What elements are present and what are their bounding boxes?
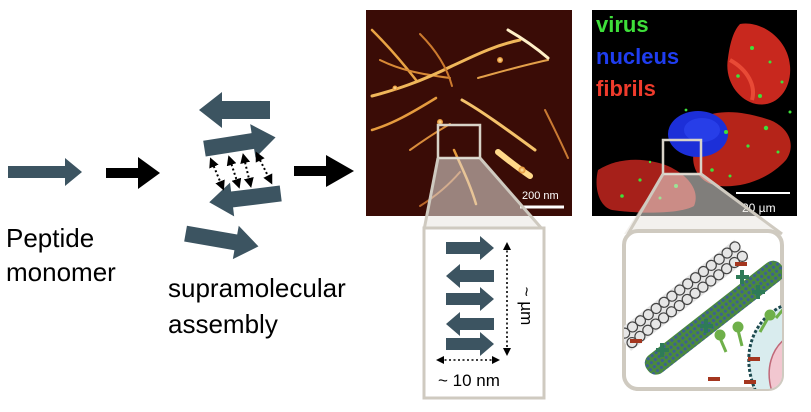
width-label: ~ 10 nm (438, 371, 500, 390)
confocal-micrograph: virus nucleus fibrils 20 µm (592, 10, 797, 216)
peptide-monomer-group: Peptide monomer (6, 158, 116, 287)
confocal-callout-wedge (624, 174, 782, 234)
schematic-arrow-5 (446, 332, 494, 356)
peptide-monomer-label-line2: monomer (6, 257, 116, 287)
length-label: ~ µm (517, 287, 536, 326)
peptide-monomer-label-line1: Peptide (6, 223, 94, 253)
process-arrow-1 (106, 157, 160, 189)
grey-fibril (624, 239, 750, 351)
hbond-arrow-2 (226, 155, 242, 189)
hbond-arrow-3 (240, 153, 254, 188)
supramolecular-assembly-group: supramolecular assembly (168, 92, 346, 339)
assembly-label-line2: assembly (168, 309, 278, 339)
fibril-virus-interaction-callout (622, 229, 784, 391)
assembly-arrow-4 (184, 225, 259, 260)
monomer-arrow (8, 158, 82, 186)
schematic-arrow-1 (446, 236, 494, 260)
schematic-arrow-3 (446, 287, 494, 311)
schematic-arrow-2 (446, 264, 494, 288)
legend-virus: virus (596, 12, 649, 37)
assembly-label-line1: supramolecular (168, 273, 346, 303)
positive-charges (656, 270, 765, 357)
assembly-arrow-2 (203, 124, 276, 158)
assembly-arrow-1 (199, 92, 270, 128)
afm-callout-wedge (424, 158, 543, 230)
hbond-arrow-4 (255, 151, 273, 185)
afm-scale-label: 200 nm (522, 190, 559, 202)
fibril-schematic-callout: ~ µm ~ 10 nm (422, 226, 546, 400)
legend-nucleus: nucleus (596, 44, 679, 69)
schematic-arrow-4 (446, 312, 494, 336)
assembly-arrow-3 (209, 182, 282, 217)
negative-charges (630, 262, 760, 384)
legend-fibrils: fibrils (596, 76, 656, 101)
process-arrow-2 (294, 155, 354, 187)
hbond-arrow-1 (209, 157, 225, 191)
